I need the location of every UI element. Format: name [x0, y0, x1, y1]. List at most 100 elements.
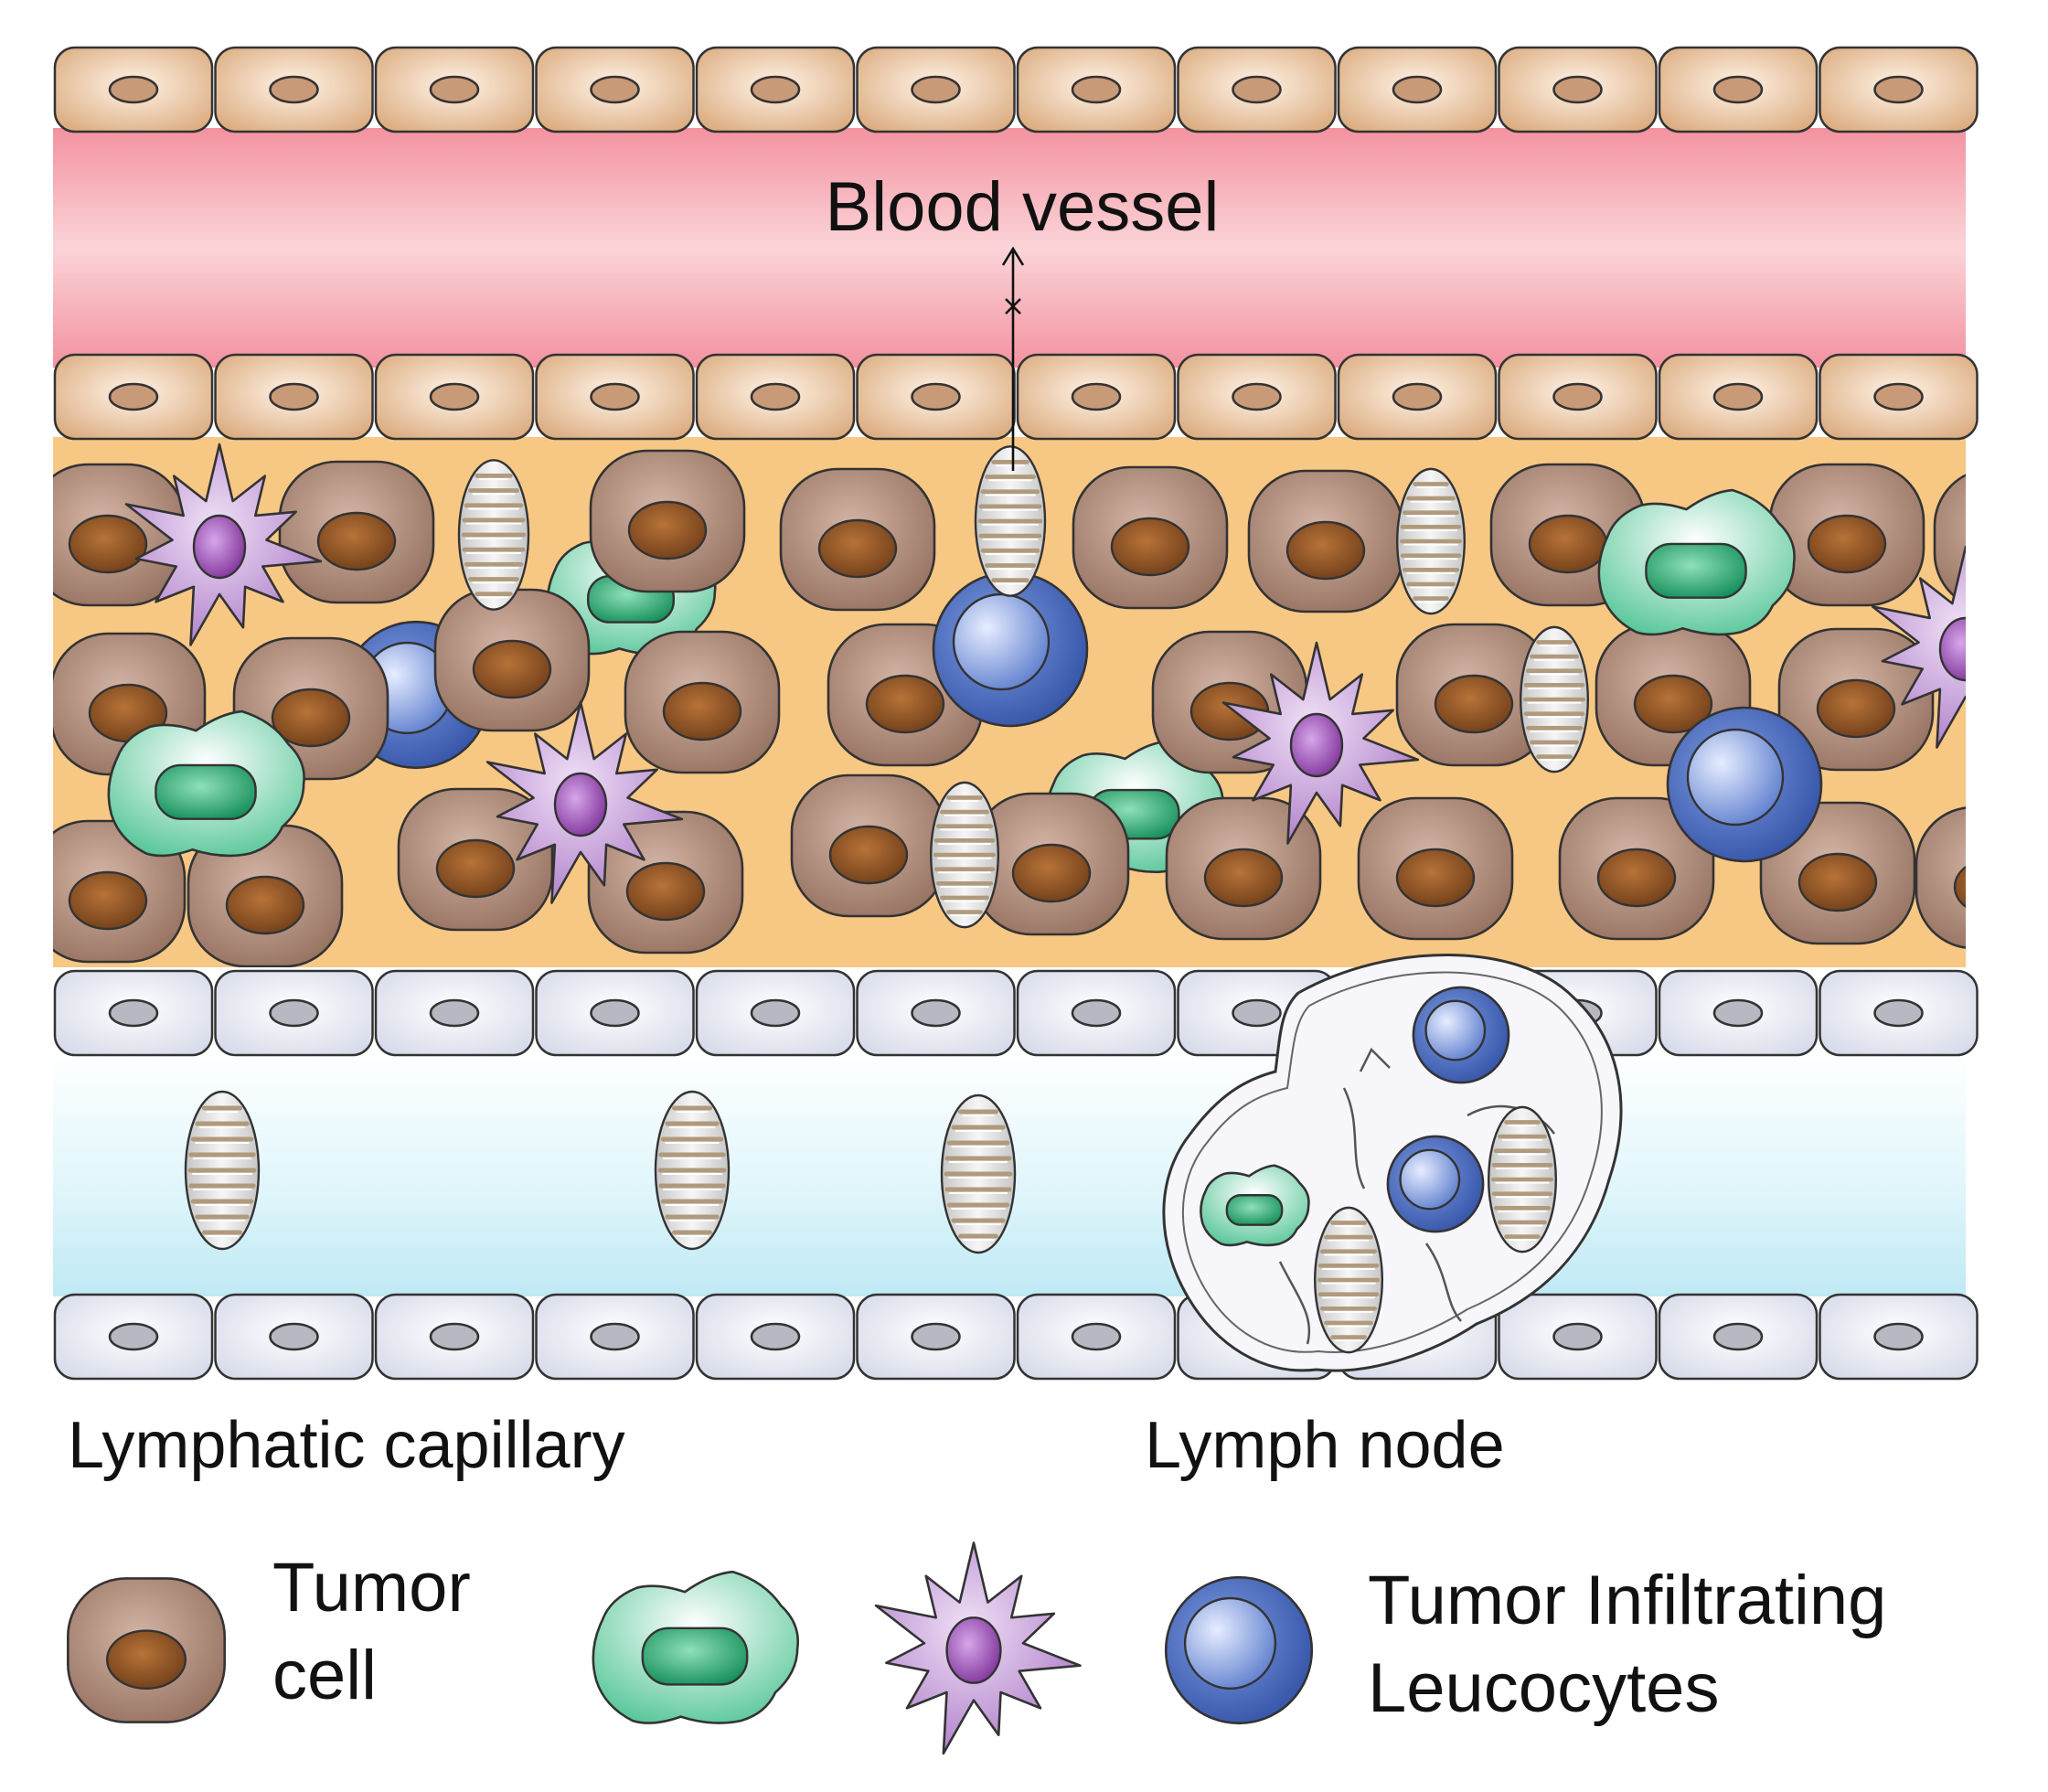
blood-endothelial-cell — [1016, 46, 1177, 133]
blood-vessel-label: Blood vessel — [826, 168, 1220, 246]
lymphatic-endothelial-cell — [1819, 1293, 1979, 1381]
legend-dendritic-cell-icon — [874, 1541, 1082, 1755]
lymphatic-endothelial-cell — [535, 1293, 695, 1381]
blood-endothelial-cell — [856, 46, 1016, 133]
tumor-cell-icon — [1558, 796, 1715, 941]
lymphatic-endothelial-cell — [53, 1293, 214, 1381]
tumor-cell-icon — [779, 467, 936, 612]
lymphatic-endothelial-cell — [53, 969, 214, 1057]
lymphatic-endothelial-cell — [856, 969, 1016, 1057]
lymphatic-endothelium-bottom — [53, 1293, 1979, 1381]
dendritic-cell-icon — [485, 700, 684, 904]
tumor-cell-icon — [397, 787, 554, 932]
macrophage-icon — [1597, 488, 1796, 636]
blood-endothelial-cell — [53, 46, 214, 133]
blocked-migration-arrow — [1001, 246, 1025, 471]
lymphocyte-icon — [932, 571, 1089, 728]
blood-endothelial-cell — [535, 353, 695, 441]
blood-endothelial-cell — [856, 353, 1016, 441]
macrophage-icon — [1200, 1164, 1310, 1247]
lymphatic-endothelial-cell — [374, 969, 535, 1057]
blood-endothelial-cell — [1177, 46, 1337, 133]
tumor-cell-icon — [1165, 796, 1322, 941]
blood-endothelial-cell — [1337, 46, 1498, 133]
lymphatic-capillary-label: Lymphatic capillary — [68, 1409, 625, 1482]
lymphatic-endothelial-cell — [214, 1293, 374, 1381]
lymphatic-endothelial-cell — [1498, 1293, 1658, 1381]
tumor-cell-icon — [1915, 806, 1966, 949]
blood-endothelial-cell — [214, 46, 374, 133]
legend-tumor-cell-label-line2: cell — [272, 1637, 377, 1714]
blood-endothelial-cell — [1177, 353, 1337, 441]
blood-endothelial-cell — [1016, 353, 1177, 441]
legend-til-label-line2: Leucocytes — [1368, 1649, 1719, 1727]
lymphocyte-icon — [1412, 986, 1510, 1084]
lymphatic-endothelial-cell — [1016, 1293, 1177, 1381]
lymphocyte-icon — [1666, 706, 1823, 863]
lymphatic-endothelial-cell — [1819, 969, 1979, 1057]
tumor-cell-icon — [624, 630, 781, 774]
tumor-cell-icon — [1933, 474, 1966, 605]
blood-vessel-lumen — [53, 128, 1966, 368]
lymphatic-endothelial-cell — [214, 969, 374, 1057]
tumor-cell-icon — [589, 449, 746, 593]
macrophage-icon — [107, 709, 305, 858]
tumor-cell-icon — [53, 819, 187, 964]
t-cell-icon — [940, 1093, 1017, 1254]
lymphatic-endothelial-cell — [695, 1293, 856, 1381]
legend-macrophage-icon — [592, 1570, 800, 1724]
lymphatic-endothelial-cell — [1658, 1293, 1819, 1381]
blood-endothelial-cell — [1819, 46, 1979, 133]
t-cell-icon — [654, 1090, 731, 1251]
legend-tumor-cell-label-line1: Tumor — [272, 1549, 471, 1627]
tumor-cell-icon — [1072, 465, 1229, 610]
tumor-cell-icon — [1357, 796, 1514, 941]
blood-endothelial-cell — [535, 46, 695, 133]
blood-endothelial-cell — [53, 353, 214, 441]
legend — [67, 1541, 1314, 1755]
tumor-cell-icon — [278, 460, 435, 604]
tumor-cell-icon — [433, 588, 591, 732]
lymph-node-icon — [1162, 954, 1623, 1372]
tumor-cell-icon — [53, 463, 187, 607]
lymphatic-endothelial-cell — [856, 1293, 1016, 1381]
blood-endothelium-bottom — [53, 353, 1979, 441]
dendritic-cell-icon — [124, 443, 323, 646]
t-cell-icon — [974, 445, 1047, 597]
t-cell-icon — [1313, 1206, 1383, 1354]
legend-lymphocyte-icon — [1164, 1575, 1314, 1725]
legend-tumor-cell-icon — [67, 1577, 226, 1723]
tumor-cell-icon — [1395, 623, 1552, 767]
t-cell-icon — [1395, 467, 1466, 615]
lymphatic-endothelial-cell — [374, 1293, 535, 1381]
legend-til-label-line1: Tumor Infiltrating — [1368, 1562, 1886, 1639]
blood-endothelial-cell — [1658, 353, 1819, 441]
lymphatic-endothelial-cell — [1658, 969, 1819, 1057]
tumor-mass — [53, 443, 1966, 967]
t-cell-icon — [457, 459, 530, 611]
tumor-cell-icon — [187, 824, 344, 967]
tumor-cell-icon — [790, 773, 947, 918]
lymph-node-label: Lymph node — [1145, 1409, 1505, 1482]
tumor-cell-icon — [1768, 463, 1925, 607]
blood-endothelial-cell — [374, 46, 535, 133]
blood-endothelial-cell — [1337, 353, 1498, 441]
lymphatic-endothelial-cell — [695, 969, 856, 1057]
lymphocyte-icon — [1386, 1135, 1485, 1233]
dendritic-cell-icon — [1871, 545, 1966, 749]
blood-endothelium-top — [53, 46, 1979, 133]
lymphatic-endothelium-top — [53, 969, 1979, 1057]
dendritic-cell-icon — [1221, 641, 1420, 845]
blood-endothelial-cell — [374, 353, 535, 441]
lymphatic-endothelial-cell — [535, 969, 695, 1057]
blood-endothelial-cell — [1658, 46, 1819, 133]
blood-endothelial-cell — [695, 353, 856, 441]
tumor-cell-icon — [1247, 469, 1404, 613]
blood-endothelial-cell — [695, 46, 856, 133]
lymph-contents — [184, 1090, 1017, 1254]
t-cell-icon — [184, 1090, 261, 1251]
lymphatic-endothelial-cell — [1016, 969, 1177, 1057]
t-cell-icon — [1487, 1105, 1557, 1253]
